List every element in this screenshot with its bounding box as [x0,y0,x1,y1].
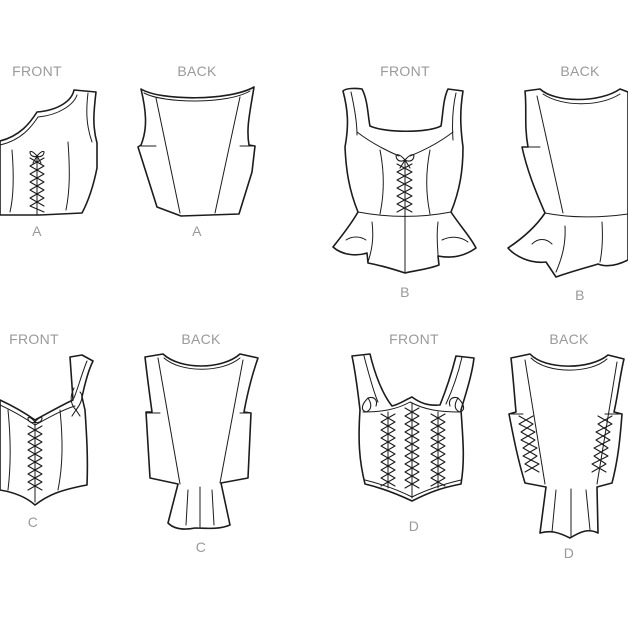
variant-label-c-front: C [27,514,39,530]
variant-label-c-back: C [195,539,207,555]
view-b-front-drawing [332,87,477,274]
variant-label-d-front: D [408,518,420,534]
variant-label-b-front: B [400,284,410,300]
variant-label-b-back: B [575,287,585,303]
view-c-back-drawing [144,353,259,530]
view-d-front-drawing [351,353,475,502]
view-label-c-back: BACK [181,331,221,347]
view-c-front-drawing [0,354,94,506]
variant-label-d-back: D [563,545,575,561]
view-label-d-front: FRONT [389,331,439,347]
variant-label-a-front: A [32,223,42,239]
view-label-b-back: BACK [560,63,600,79]
view-label-a-front: FRONT [12,63,62,79]
view-label-d-back: BACK [549,331,589,347]
variant-label-a-back: A [192,223,202,239]
view-label-a-back: BACK [177,63,217,79]
view-label-b-front: FRONT [380,63,430,79]
view-a-front-drawing [0,89,98,216]
view-label-c-front: FRONT [9,331,59,347]
view-d-back-drawing [508,353,625,539]
view-b-back-drawing [507,88,628,278]
view-a-back-drawing [137,86,256,217]
